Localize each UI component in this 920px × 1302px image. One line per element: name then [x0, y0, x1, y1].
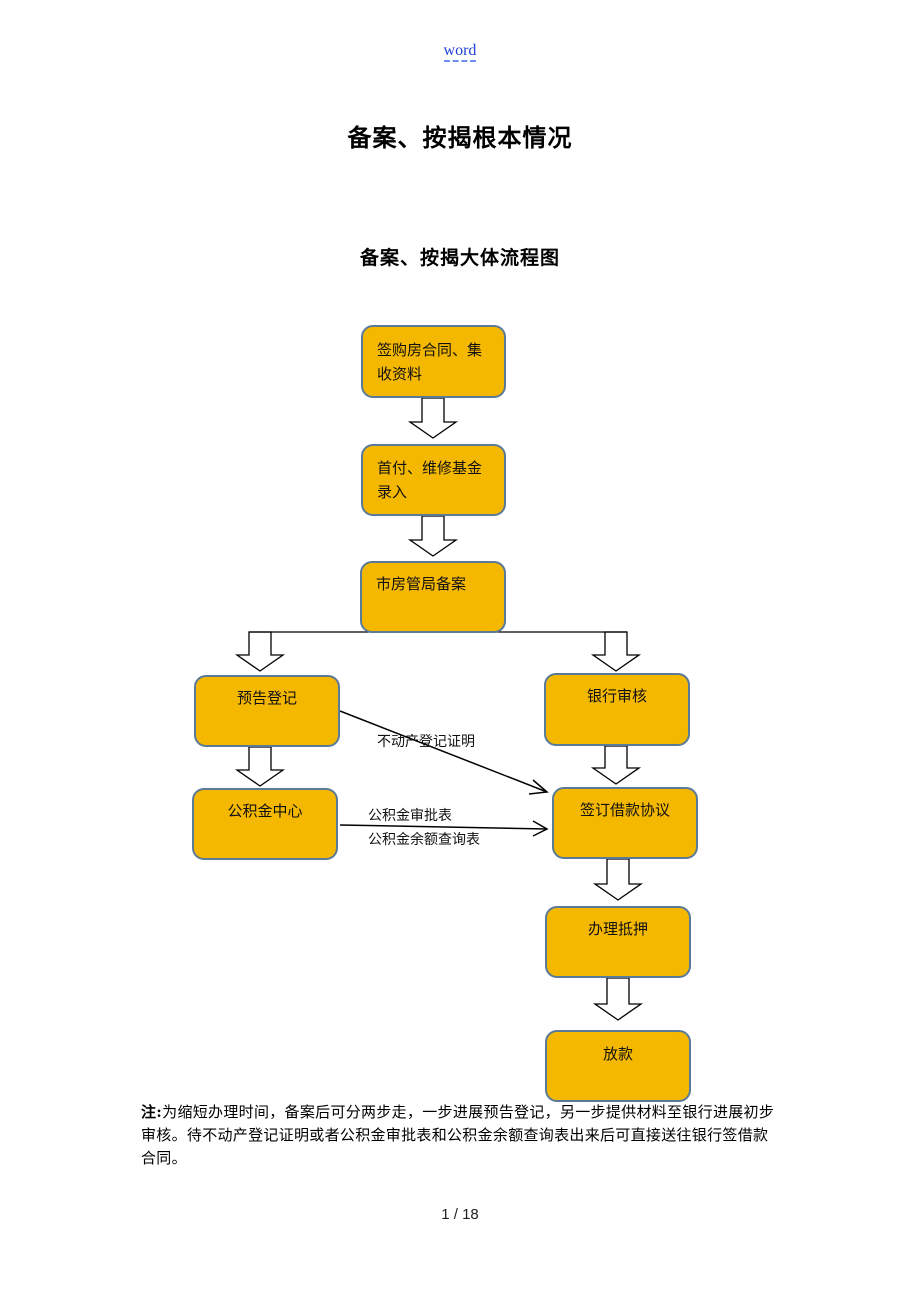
- line-arrow-fund-loan: [339, 824, 548, 830]
- node-label: 银行审核: [586, 687, 647, 705]
- block-arrow-filing-bank: [590, 631, 642, 672]
- block-arrow-bank-loan: [590, 745, 642, 785]
- node-label: 公积金中心: [227, 802, 303, 820]
- note-prefix: 注:: [141, 1103, 163, 1121]
- block-arrow-filing-preregister: [234, 631, 286, 672]
- page-title: 备案、按揭根本情况: [347, 123, 573, 152]
- line-arrow-preregister-loan: [339, 710, 548, 793]
- block-arrow-mortgage-disburse: [592, 977, 644, 1021]
- node-loan-agreement: 签订借款协议: [552, 787, 698, 859]
- node-label: 办理抵押: [587, 920, 648, 938]
- note-text: 为缩短办理时间，备案后可分两步走，一步进展预告登记，另一步提供材料至银行进展初步…: [141, 1103, 775, 1167]
- node-label-line: 收资料: [377, 365, 423, 383]
- flowchart-title: 备案、按揭大体流程图: [359, 247, 560, 269]
- page-number: 1 / 18: [441, 1206, 479, 1223]
- node-disbursement: 放款: [545, 1030, 691, 1102]
- node-bank-review: 银行审核: [544, 673, 690, 746]
- edge-label-fund-balance: 公积金余额查询表: [368, 832, 480, 848]
- node-pre-registration: 预告登记: [194, 675, 340, 747]
- node-label-line: 录入: [377, 483, 408, 501]
- header-word-link-text[interactable]: word: [443, 42, 477, 62]
- note-paragraph: 注:为缩短办理时间，备案后可分两步走，一步进展预告登记，另一步提供材料至银行进展…: [141, 1101, 781, 1170]
- node-sign-contract: 签购房合同、集 收资料: [361, 325, 506, 398]
- edge-label-property-certificate: 不动产登记证明: [377, 734, 475, 750]
- node-housing-bureau-filing: 市房管局备案: [360, 561, 506, 633]
- header-word-link[interactable]: word: [0, 42, 920, 62]
- node-label: 市房管局备案: [376, 575, 467, 593]
- node-label-line: 签购房合同、集: [377, 341, 483, 359]
- block-arrow-sign-payment: [407, 397, 459, 439]
- block-arrow-payment-filing: [407, 515, 459, 557]
- edge-label-fund-approval: 公积金审批表: [368, 808, 452, 824]
- block-arrow-loan-mortgage: [592, 858, 644, 901]
- node-label: 签订借款协议: [579, 801, 670, 819]
- node-provident-fund-center: 公积金中心: [192, 788, 338, 860]
- node-label: 预告登记: [236, 689, 297, 707]
- node-mortgage: 办理抵押: [545, 906, 691, 978]
- node-down-payment: 首付、维修基金 录入: [361, 444, 506, 516]
- node-label: 放款: [602, 1045, 633, 1063]
- block-arrow-preregister-fund: [234, 746, 286, 787]
- node-label-line: 首付、维修基金: [377, 459, 483, 477]
